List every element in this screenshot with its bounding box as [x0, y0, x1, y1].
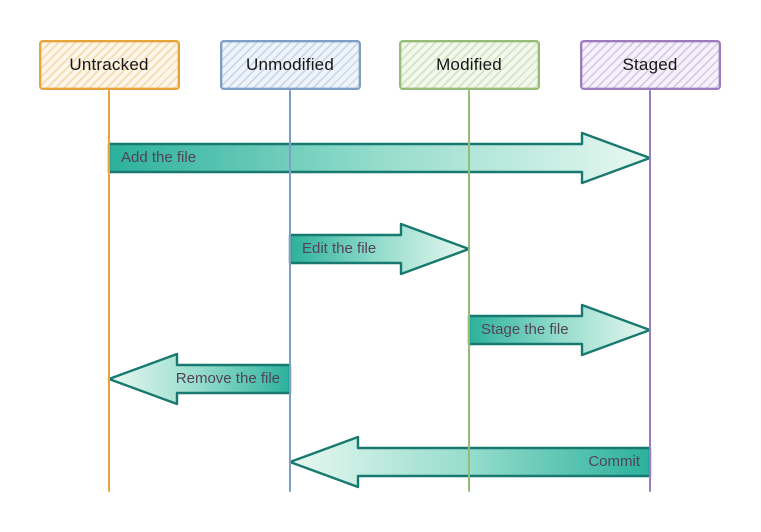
transition-label-edit-the-file: Edit the file: [302, 240, 377, 258]
state-label-untracked: Untracked: [69, 55, 149, 74]
arrow-commit: [288, 435, 652, 489]
arrow-edit-the-file: [288, 222, 471, 276]
state-box-untracked: Untracked: [38, 40, 180, 90]
arrow-stage-the-file: [467, 303, 652, 357]
state-label-staged: Staged: [622, 55, 678, 74]
arrow-remove-the-file: [107, 352, 292, 406]
state-label-unmodified: Unmodified: [246, 55, 334, 74]
state-box-modified: Modified: [398, 40, 540, 90]
lifeline-staged: [649, 90, 651, 492]
arrow-add-the-file: [107, 131, 652, 185]
lifeline-unmodified: [289, 90, 291, 492]
transition-label-stage-the-file: Stage the file: [481, 321, 569, 339]
transition-label-add-the-file: Add the file: [121, 149, 197, 167]
state-box-unmodified: Unmodified: [219, 40, 361, 90]
lifeline-modified: [468, 90, 470, 492]
lifeline-untracked: [108, 90, 110, 492]
transition-label-remove-the-file: Remove the file: [175, 370, 280, 388]
state-box-staged: Staged: [579, 40, 721, 90]
state-label-modified: Modified: [436, 55, 502, 74]
transition-label-commit: Commit: [588, 453, 640, 471]
